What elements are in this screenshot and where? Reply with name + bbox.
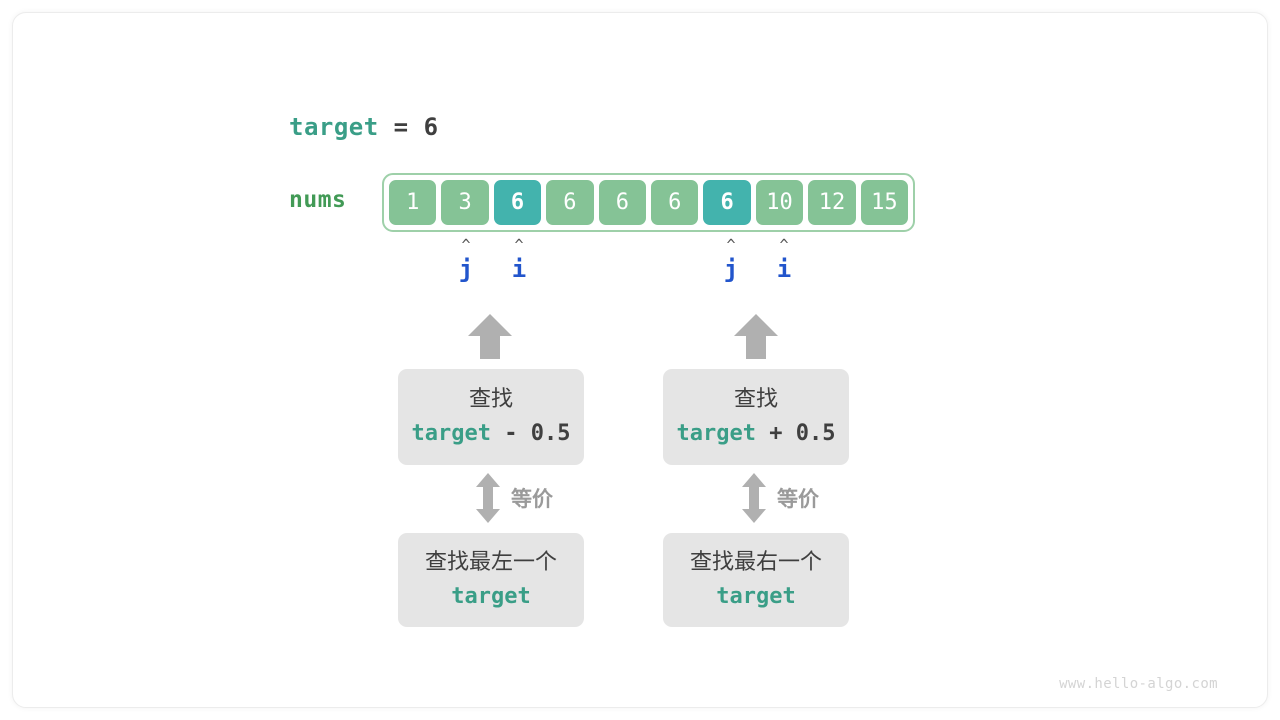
- array-cell: 15: [858, 178, 911, 227]
- target-declaration: target = 6: [289, 110, 439, 144]
- pointer-i: ^i: [758, 236, 810, 283]
- caret-icon: ^: [726, 236, 736, 254]
- array-cell: 6: [596, 178, 649, 227]
- pointer-label: j: [458, 255, 474, 283]
- equivalence-left: 等价: [475, 472, 553, 524]
- pointer-label: j: [723, 255, 739, 283]
- target-variable-name: target: [289, 113, 379, 141]
- double-arrow-icon-left: [475, 472, 501, 524]
- top-box-right-operator: + 0.5: [756, 421, 836, 446]
- pointer-i: ^i: [493, 236, 545, 283]
- equivalence-label-right: 等价: [777, 487, 819, 511]
- array-cell: 6: [544, 178, 596, 227]
- top-box-right-title: 查找: [733, 387, 778, 412]
- top-box-left-expression: target - 0.5: [412, 419, 571, 449]
- pointer-label: i: [776, 255, 792, 283]
- caret-icon: ^: [461, 236, 471, 254]
- equivalence-right: 等价: [741, 472, 819, 524]
- target-equals-sign: =: [378, 113, 424, 141]
- top-box-right: 查找 target + 0.5: [663, 369, 849, 465]
- array-cell: 1: [387, 178, 439, 227]
- bottom-box-left-title: 查找最左一个: [424, 550, 557, 575]
- watermark: www.hello-algo.com: [1059, 676, 1218, 692]
- equivalence-label-left: 等价: [511, 487, 553, 511]
- top-box-left-operator: - 0.5: [491, 421, 571, 446]
- bottom-box-right-var: target: [716, 584, 796, 609]
- top-box-left-var: target: [411, 421, 491, 446]
- bottom-box-right: 查找最右一个 target: [663, 533, 849, 627]
- target-value: 6: [423, 113, 439, 141]
- double-arrow-icon-right: [741, 472, 767, 524]
- bottom-box-right-title: 查找最右一个: [689, 550, 822, 575]
- pointer-label: i: [511, 255, 527, 283]
- top-box-right-var: target: [676, 421, 756, 446]
- top-box-left: 查找 target - 0.5: [398, 369, 584, 465]
- caret-icon: ^: [779, 236, 789, 254]
- array-cell: 6: [491, 178, 544, 227]
- card-frame: [12, 12, 1268, 708]
- pointer-j: ^j: [440, 236, 492, 283]
- bottom-box-left: 查找最左一个 target: [398, 533, 584, 627]
- array-cell: 6: [649, 178, 701, 227]
- array-cell: 3: [439, 178, 491, 227]
- pointer-j: ^j: [705, 236, 757, 283]
- bottom-box-left-var: target: [451, 584, 531, 609]
- up-arrow-left: [467, 312, 513, 360]
- top-box-right-expression: target + 0.5: [677, 419, 836, 449]
- array-cell: 10: [753, 178, 806, 227]
- top-box-left-title: 查找: [468, 387, 513, 412]
- array-cell: 6: [701, 178, 753, 227]
- array-cell: 12: [806, 178, 858, 227]
- array-label: nums: [289, 187, 347, 213]
- caret-icon: ^: [514, 236, 524, 254]
- up-arrow-right: [733, 312, 779, 360]
